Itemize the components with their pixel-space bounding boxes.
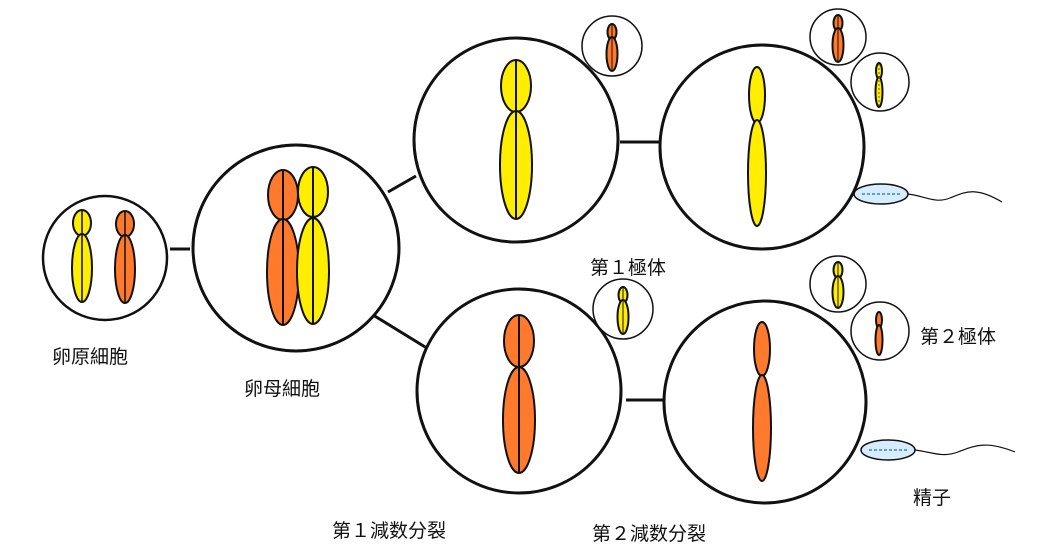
label-meiosis-1: 第１減数分裂 — [332, 520, 447, 542]
lower-meiosis1-cell — [415, 287, 623, 495]
polar-body-orange-small — [850, 301, 910, 361]
label-oocyte: 卵母細胞 — [244, 378, 321, 400]
upper-meiosis1-cell — [412, 36, 620, 244]
connector-oocyte-upper — [387, 174, 417, 194]
oocyte-cell — [191, 143, 401, 353]
polar-bodies-upper-group — [809, 8, 910, 112]
label-meiosis-2: 第２減数分裂 — [592, 523, 707, 545]
label-first-polar-body: 第１極体 — [590, 257, 667, 279]
polar-body-orange — [809, 8, 867, 66]
oogonium-chromosome-orange — [114, 210, 136, 304]
chromatid-arm — [752, 374, 772, 482]
label-second-polar-body: 第２極体 — [920, 326, 997, 348]
connector-oocyte-lower — [372, 313, 431, 352]
chromatid-arm — [874, 324, 884, 356]
first-polar-body-lower — [592, 278, 654, 340]
sperm-lower — [860, 439, 1016, 461]
sperm-tail — [914, 444, 1016, 456]
lower-meiosis2-cell — [662, 299, 868, 505]
connector-lines — [170, 140, 666, 402]
oogonium-chromosome-yellow — [71, 209, 93, 303]
oocyte-chromosome-orange — [266, 169, 300, 326]
upper-meiosis2-cell — [658, 43, 866, 251]
oogonium-membrane — [41, 194, 169, 322]
sperm-upper — [853, 183, 1003, 205]
polar-bodies-lower-group — [809, 255, 910, 361]
oogonium-cell — [41, 194, 169, 322]
oocyte-chromosome-yellow — [296, 166, 330, 325]
label-sperm: 精子 — [913, 487, 952, 509]
label-oogonium: 卵原細胞 — [52, 346, 129, 368]
chromatid-arm — [748, 66, 766, 124]
polar-body-yellow-small — [850, 52, 910, 112]
sperm-tail — [907, 191, 1003, 203]
chromatid-arm — [747, 119, 767, 227]
polar-body-yellow — [809, 255, 867, 313]
first-polar-body-upper — [581, 15, 643, 77]
chromatid-arm — [753, 321, 771, 377]
